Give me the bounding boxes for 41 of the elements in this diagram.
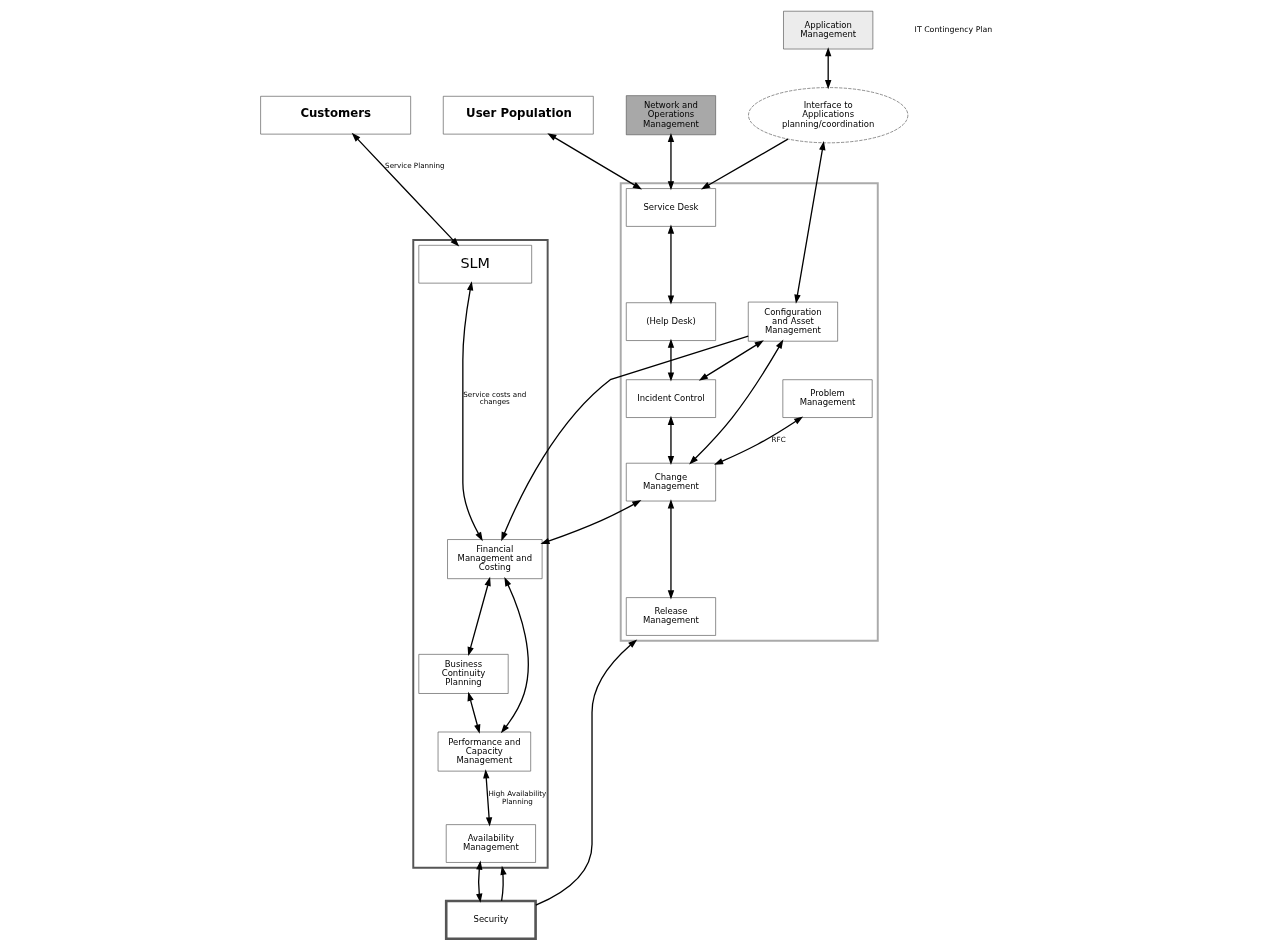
node-box: Configuration and Asset Management [747,301,838,342]
node-box: Service Desk [625,188,716,227]
arrow [701,138,789,190]
arrow [547,133,642,190]
arrow [500,577,529,734]
node-box: (Help Desk) [625,302,716,341]
node-box: Network and Operations Management [625,95,716,136]
node-box: Security [444,899,537,941]
arrow [667,499,675,600]
arrow [667,224,675,305]
node-box: Financial Management and Costing [447,539,543,579]
arrow [462,281,483,542]
node-box: Business Continuity Planning [418,654,509,694]
arrow [667,338,675,382]
arrow [351,132,460,247]
arrow [483,769,493,827]
node-box: Application Management [783,10,874,50]
arrow [794,140,826,304]
arrow [713,416,804,465]
arrow [540,500,642,544]
arrow [667,132,675,191]
arrow [467,576,491,657]
node-box: Availability Management [445,824,536,863]
arrow [698,340,764,381]
arrow [689,339,784,465]
arrow [667,415,675,466]
arrow [825,47,832,90]
node-box: Change Management [625,462,716,502]
node-box: Problem Management [782,379,873,418]
node-ellipse: Interface to Applications planning/coordination [748,87,909,144]
node-box: User Population [442,95,594,135]
arrow [467,691,481,734]
arrow [476,860,483,903]
arrow [501,335,749,542]
node-box: Incident Control [625,379,716,418]
node-box: Release Management [625,597,716,636]
arrow [535,639,638,906]
node-box: SLM [418,245,532,284]
node-box: Performance and Capacity Management [437,731,532,772]
arrow [500,865,507,902]
node-box: Customers [260,95,411,135]
